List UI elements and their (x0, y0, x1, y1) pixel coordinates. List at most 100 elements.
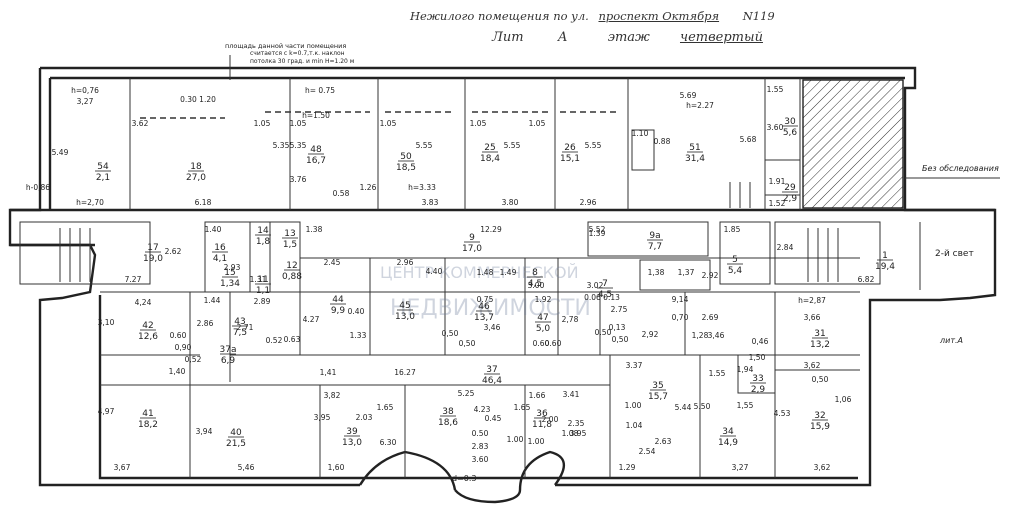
dimension-label: 1.29 (619, 463, 636, 472)
dimension-label: 3.60 (472, 455, 489, 464)
dimension-label: 1.92 (535, 295, 552, 304)
dimension-label: 0.45 (485, 414, 502, 423)
room-area: 31,4 (685, 154, 705, 164)
dimension-label: 2.69 (702, 313, 719, 322)
room-number: 26 (564, 143, 576, 153)
dimension-label: 2,92 (642, 330, 659, 339)
room-number: 25 (484, 143, 495, 153)
room-area: 18,6 (438, 418, 458, 428)
dimension-label: 0.60 (170, 331, 187, 340)
dimension-label: 5.55 (416, 141, 433, 150)
room-number: 9а (649, 231, 660, 241)
dimension-label: h=3.33 (408, 183, 436, 192)
dimension-label: 3,66 (804, 313, 821, 322)
room-number: 54 (97, 162, 109, 172)
dimension-label: 1.31 (250, 275, 267, 284)
dimension-label: 5.25 (458, 389, 475, 398)
no-survey-hatch (802, 79, 904, 209)
dimension-label: 5.44 (675, 403, 692, 412)
dimension-label: 0.60 (545, 339, 562, 348)
dimension-label: 2.93 (224, 263, 241, 272)
room-number: 36 (536, 409, 548, 419)
room-area: 7,5 (233, 328, 247, 338)
dimension-label: h-0,86 (26, 183, 50, 192)
dimension-label: 4.27 (303, 315, 320, 324)
room-number: 45 (399, 301, 410, 311)
dimension-label: 1.05 (290, 119, 307, 128)
dimension-label: 0.30 1.20 (180, 95, 216, 104)
dimension-label: 1,60 (328, 463, 345, 472)
dimension-label: 2.83 (472, 442, 489, 451)
dimension-label: 1.49 (500, 268, 517, 277)
room-area: 9,9 (331, 306, 346, 316)
dimension-label: 0.50 (472, 429, 489, 438)
dimension-label: 4,24 (135, 298, 152, 307)
dimension-label: 2.54 (639, 447, 656, 456)
room-number: 1 (882, 251, 888, 261)
dimension-label: 4,97 (98, 407, 115, 416)
room-number: 12 (286, 261, 297, 271)
room-area: 11,8 (532, 420, 552, 430)
d-value-label: d=0.3 (452, 474, 477, 483)
room-number: 40 (230, 428, 242, 438)
header-line1-label: Нежилого помещения по ул. (410, 9, 589, 23)
dimension-label: 1,55 (737, 401, 754, 410)
room-number: 41 (142, 409, 153, 419)
header-lit-value: А (557, 30, 568, 45)
dimension-label: 0,13 (609, 323, 626, 332)
area-note-2: считается с k=0.7,т.к. наклон (250, 50, 345, 57)
header-lit-label: Лит (492, 30, 524, 45)
dimension-label: 0,70 (672, 313, 689, 322)
dimension-label: 3,94 (196, 427, 213, 436)
dimension-label: 0.63 (284, 335, 301, 344)
room-number: 38 (442, 407, 454, 417)
dimension-label: 1.10 (632, 129, 649, 138)
room-number: 44 (332, 295, 344, 305)
dimension-label: 0.06 0.13 (584, 293, 620, 302)
dimension-label: 0,50 (612, 335, 629, 344)
dimension-label: 4.40 (426, 267, 443, 276)
dimension-label: 5.50 (694, 402, 711, 411)
lit-a-label: лит.А (939, 336, 963, 345)
dimension-label: 1.44 (204, 296, 221, 305)
dimension-label: 3,46 (484, 323, 501, 332)
room-area: 2,1 (96, 173, 110, 183)
room-area: 13,0 (342, 438, 362, 448)
stairs (59, 182, 839, 282)
dimension-label: h=2,87 (798, 296, 826, 305)
room-number: 5 (732, 255, 738, 265)
upper-partitions (129, 78, 801, 210)
dimension-label: 1.85 (724, 225, 741, 234)
dimension-label: 2.75 (611, 305, 628, 314)
room-area: 46,4 (482, 376, 502, 386)
dimension-label: 1,06 (835, 395, 852, 404)
room-number: 8 (532, 268, 538, 278)
dimension-label: 3.76 (290, 175, 307, 184)
room-number: 16 (214, 243, 226, 253)
dimension-label: 0,50 (459, 339, 476, 348)
room-area: 19,4 (875, 262, 895, 272)
room-number: 14 (257, 226, 269, 236)
dimension-label: 2.92 (702, 271, 719, 280)
dimension-label: 1.05 (380, 119, 397, 128)
dimension-label: 2.63 (655, 437, 672, 446)
room-area: 15,1 (560, 154, 580, 164)
header-number: N119 (742, 9, 775, 23)
dimension-label: 0.88 (654, 137, 671, 146)
room-area: 4,5 (598, 290, 612, 300)
dimension-label: 1.33 (350, 331, 367, 340)
dimension-label: 4.53 (774, 409, 791, 418)
dimension-label: 1,37 (678, 268, 695, 277)
dimension-label: 0.75 (477, 295, 494, 304)
room-area: 27,0 (186, 173, 206, 183)
dimension-label: 5,46 (238, 463, 255, 472)
dimension-label: 2.35 (568, 419, 585, 428)
watermark-line-2: НЕДВИЖИМОСТИ (390, 296, 591, 321)
room-number: 18 (190, 162, 202, 172)
dimension-label: 1.04 (626, 421, 643, 430)
dimension-label: 3.62 (132, 119, 149, 128)
no-survey-label: Без обследования (922, 164, 999, 173)
room-number: 39 (346, 427, 358, 437)
